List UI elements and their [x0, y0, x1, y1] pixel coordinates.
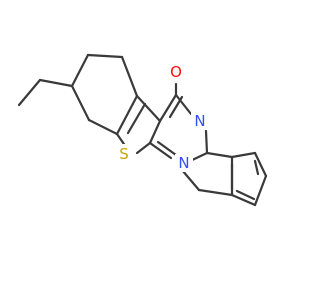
- atom-nitrogen-imine-bg: [191, 112, 209, 130]
- atom-label-nitrogen-ring: N: [178, 154, 189, 172]
- bond: [253, 151, 268, 178]
- atom-sulfur-bg: [114, 144, 134, 164]
- bond: [197, 188, 234, 197]
- atom-oxygen-bg: [167, 63, 185, 81]
- bond: [126, 102, 147, 135]
- bond: [38, 78, 74, 88]
- molecule-structure: O N N S: [17, 53, 268, 207]
- bond: [230, 193, 257, 207]
- atom-label-oxygen: O: [170, 63, 182, 81]
- bond: [135, 141, 152, 155]
- bond: [230, 151, 257, 159]
- bond: [180, 168, 201, 192]
- bond: [174, 93, 193, 116]
- bond: [135, 94, 162, 123]
- bond: [158, 93, 178, 123]
- bond: [253, 174, 268, 207]
- bond: [70, 53, 90, 88]
- bond: [204, 129, 209, 155]
- bond: [17, 78, 42, 107]
- bond: [235, 189, 256, 201]
- bond: [115, 94, 139, 136]
- bond: [86, 53, 124, 59]
- atom-label-nitrogen-imine: N: [194, 112, 205, 130]
- bond-lines: [17, 53, 268, 207]
- bond: [70, 84, 91, 122]
- bond: [148, 141, 173, 160]
- atom-labels: O N N S: [114, 63, 209, 172]
- bond: [253, 159, 260, 176]
- bond: [120, 55, 139, 98]
- atom-label-sulfur: S: [119, 145, 129, 163]
- bond: [148, 119, 162, 145]
- molecule-canvas: O N N S: [17, 53, 268, 207]
- bond: [205, 151, 234, 159]
- bond: [87, 118, 119, 136]
- atom-nitrogen-ring-bg: [175, 154, 193, 172]
- bond: [156, 140, 178, 157]
